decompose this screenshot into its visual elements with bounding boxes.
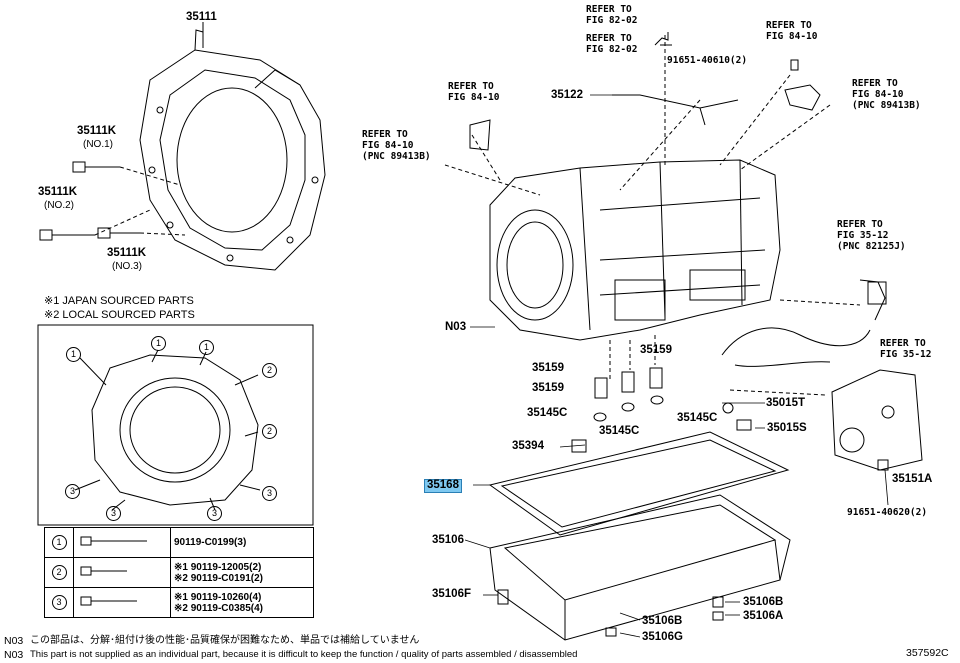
bolt3-note: (NO.3) [112, 261, 142, 272]
legend-local-sourced: ※2 LOCAL SOURCED PARTS [44, 309, 195, 321]
figure-id: 357592C [906, 647, 949, 659]
part-35145c-label[interactable]: 35145C [677, 412, 718, 424]
part-number[interactable]: ※2 90119-C0191(2) [174, 572, 263, 584]
bolt-icon [80, 596, 137, 606]
table-row: 2 ※1 90119-12005(2)※2 90119-C0191(2) [44, 557, 314, 588]
part-91651-40610-label[interactable]: 91651-40610(2) [667, 55, 748, 66]
ref-line: FIG 84-10 [766, 31, 818, 42]
part-35159-label[interactable]: 35159 [532, 382, 564, 394]
row-mark: 3 [51, 595, 67, 610]
part-number[interactable]: ※1 90119-12005(2) [174, 561, 262, 573]
part-35106b-label[interactable]: 35106B [642, 615, 683, 627]
circle-mark: 3 [65, 484, 80, 499]
bolt-icon [80, 536, 147, 546]
footnote-jp-code: N03 [4, 635, 24, 647]
circle-mark: 1 [151, 336, 166, 351]
ref-line: REFER TO [766, 20, 812, 31]
circle-mark: 1 [66, 347, 81, 362]
bolts-drawing [39, 161, 186, 241]
ref-line: REFER TO [362, 129, 408, 140]
ref-line: FIG 82-02 [586, 15, 638, 26]
ref-line: (PNC 82125J) [837, 241, 906, 252]
part-35394-label[interactable]: 35394 [512, 440, 544, 452]
ref-line: (PNC 89413B) [852, 100, 921, 111]
circle-mark: 3 [262, 486, 277, 501]
part-35106-label[interactable]: 35106 [432, 534, 464, 546]
part-number[interactable]: 90119-C0199(3) [174, 537, 247, 548]
ref-line: REFER TO [586, 33, 632, 44]
circle-mark: 3 [106, 506, 121, 521]
footnote-jp-text: この部品は、分解･組付け後の性能･品質確保が困難なため、単品では補給していません [30, 635, 420, 646]
part-35145c-label[interactable]: 35145C [527, 407, 568, 419]
part-35122-label[interactable]: 35122 [551, 89, 583, 101]
table-row: 1 90119-C0199(3) [44, 527, 314, 558]
part-number[interactable]: ※1 90119-10260(4) [174, 591, 262, 603]
transmission-case-drawing [489, 159, 781, 341]
part-35111k-no1-label[interactable]: 35111K [77, 125, 117, 137]
part-35111k-no2-label[interactable]: 35111K [38, 186, 78, 198]
part-35106b-label[interactable]: 35106B [743, 596, 784, 608]
circle-mark: 2 [262, 363, 277, 378]
ref-fig84-10-right[interactable]: REFER TO FIG 84-10 (PNC 89413B) [852, 78, 921, 111]
bolt2-note: (NO.2) [44, 200, 74, 211]
part-35111-label[interactable]: 35111 [186, 11, 217, 23]
ref-line: REFER TO [880, 338, 926, 349]
footnote-en-code: N03 [4, 649, 24, 661]
ref-line: REFER TO [837, 219, 883, 230]
part-35106f-label[interactable]: 35106F [432, 588, 472, 600]
bolt-icon [80, 566, 127, 576]
ref-fig84-10-left-b[interactable]: REFER TO FIG 84-10 (PNC 89413B) [362, 129, 431, 162]
row-mark: 2 [51, 565, 67, 580]
ref-fig35-12-bottom[interactable]: REFER TO FIG 35-12 [880, 338, 931, 360]
ref-fig82-02-a[interactable]: REFER TO FIG 82-02 [586, 4, 637, 26]
ref-line: FIG 84-10 [362, 140, 414, 151]
ref-line: REFER TO [852, 78, 898, 89]
part-35168-label[interactable]: 35168 [424, 479, 462, 493]
table-row: 3 ※1 90119-10260(4)※2 90119-C0385(4) [44, 587, 314, 618]
ref-line: REFER TO [586, 4, 632, 15]
bolt-table: 1 90119-C0199(3) 2 ※1 90119-12005(2)※2 9… [44, 527, 314, 618]
part-35106a-label[interactable]: 35106A [743, 610, 784, 622]
ref-line: FIG 84-10 [852, 89, 904, 100]
part-35111k-no3-label[interactable]: 35111K [107, 247, 147, 259]
ref-fig82-02-b[interactable]: REFER TO FIG 82-02 [586, 33, 637, 55]
bolt1-note: (NO.1) [83, 139, 113, 150]
bell-housing-drawing [139, 22, 326, 271]
ref-line: FIG 84-10 [448, 92, 500, 103]
part-35151a-label[interactable]: 35151A [892, 473, 933, 485]
ref-fig84-10-left-a[interactable]: REFER TO FIG 84-10 [448, 81, 499, 103]
part-number[interactable]: ※2 90119-C0385(4) [174, 602, 263, 614]
part-35145c-label[interactable]: 35145C [599, 425, 640, 437]
ref-fig84-10-top[interactable]: REFER TO FIG 84-10 [766, 20, 817, 42]
ref-line: REFER TO [448, 81, 494, 92]
part-n03-label[interactable]: N03 [445, 321, 467, 333]
ref-line: FIG 35-12 [837, 230, 889, 241]
part-35159-label[interactable]: 35159 [532, 362, 564, 374]
part-35015s-label[interactable]: 35015S [767, 422, 807, 434]
ref-line: FIG 35-12 [880, 349, 932, 360]
circle-mark: 3 [207, 506, 222, 521]
circle-mark: 2 [262, 424, 277, 439]
footnote-en-text: This part is not supplied as an individu… [30, 649, 578, 660]
ref-line: (PNC 89413B) [362, 151, 431, 162]
bell-housing-front-view [74, 349, 261, 511]
ref-line: FIG 82-02 [586, 44, 638, 55]
part-35159-label[interactable]: 35159 [640, 344, 672, 356]
part-91651-40620-label[interactable]: 91651-40620(2) [847, 507, 928, 518]
part-35015t-label[interactable]: 35015T [766, 397, 806, 409]
legend-japan-sourced: ※1 JAPAN SOURCED PARTS [44, 295, 194, 307]
circle-mark: 1 [199, 340, 214, 355]
ref-fig35-12-top[interactable]: REFER TO FIG 35-12 (PNC 82125J) [837, 219, 906, 252]
row-mark: 1 [51, 535, 67, 550]
part-35106g-label[interactable]: 35106G [642, 631, 683, 643]
